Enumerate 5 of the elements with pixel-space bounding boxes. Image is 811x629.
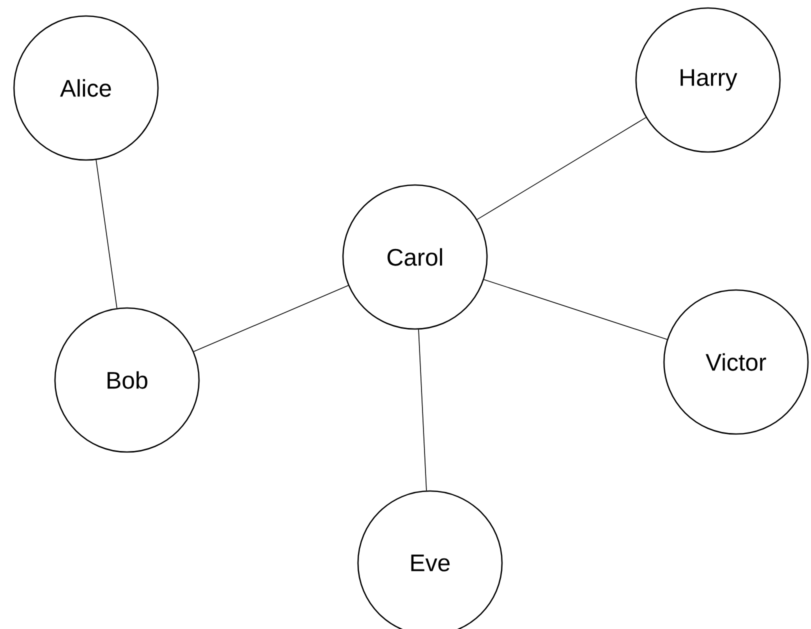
connector-line — [193, 285, 349, 352]
connector-line — [476, 117, 646, 220]
connector-line — [96, 160, 118, 308]
connector-line — [484, 279, 668, 340]
connector-line — [418, 329, 427, 491]
